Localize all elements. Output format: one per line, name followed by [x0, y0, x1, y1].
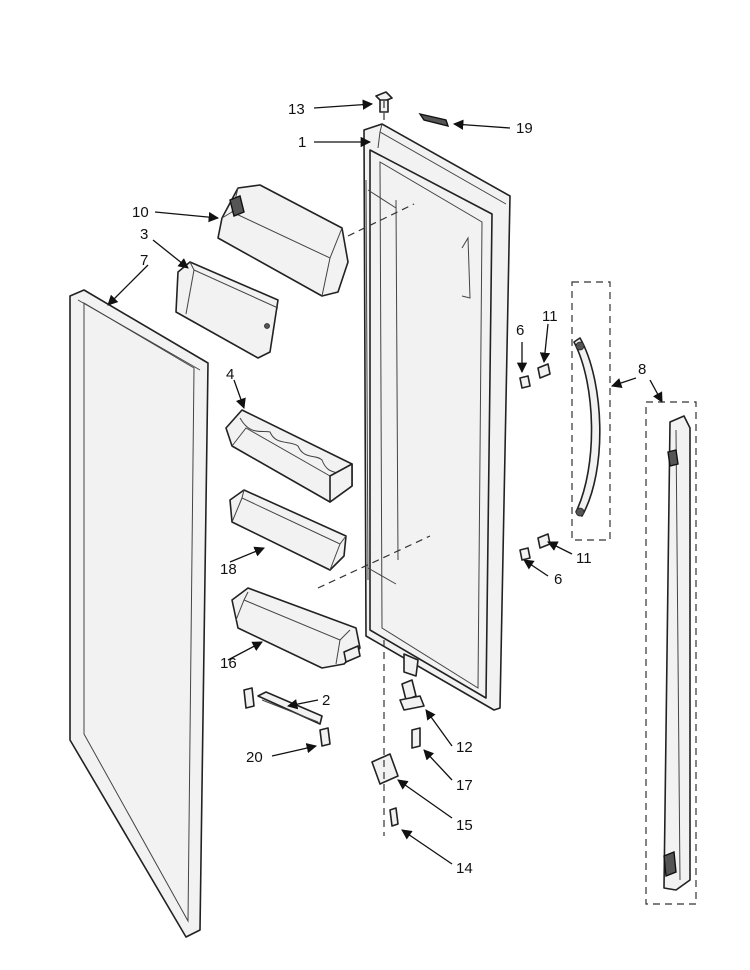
label-11-top: 11: [542, 308, 558, 325]
label-10: 10: [132, 204, 149, 221]
door-gasket: [69, 289, 209, 938]
handle-screws: [519, 363, 551, 561]
dairy-door: [175, 261, 279, 359]
label-19: 19: [516, 120, 533, 137]
label-17: 17: [456, 777, 473, 794]
label-3: 3: [140, 226, 148, 243]
label-20: 20: [246, 749, 263, 766]
label-15: 15: [456, 817, 473, 834]
label-12: 12: [456, 739, 473, 756]
label-1: 1: [298, 134, 306, 151]
label-2: 2: [322, 692, 330, 709]
door-assembly: [363, 123, 511, 711]
handle-trim: [573, 337, 601, 517]
guide-lines: [317, 96, 697, 905]
label-13: 13: [288, 101, 305, 118]
top-hinge-parts: [375, 91, 450, 127]
label-11-bottom: 11: [576, 550, 592, 567]
label-6-top: 6: [516, 322, 524, 339]
large-door-bin: [231, 587, 361, 669]
label-18: 18: [220, 561, 237, 578]
label-6-bottom: 6: [554, 571, 562, 588]
egg-bin: [225, 409, 353, 503]
label-8: 8: [638, 361, 646, 378]
bin-trim: [243, 687, 331, 747]
door-handle: [663, 415, 691, 891]
label-16: 16: [220, 655, 237, 672]
label-7: 7: [140, 252, 148, 269]
door-bin: [229, 489, 347, 571]
leaders: [107, 99, 663, 865]
bottom-hinge-parts: [371, 679, 425, 827]
dairy-bin: [217, 184, 349, 297]
label-4: 4: [226, 366, 234, 383]
part-labels: 13 19 1 10 3 7 6 11 8 4 11 18 6 16 2 12 …: [132, 101, 646, 877]
label-14: 14: [456, 860, 473, 877]
